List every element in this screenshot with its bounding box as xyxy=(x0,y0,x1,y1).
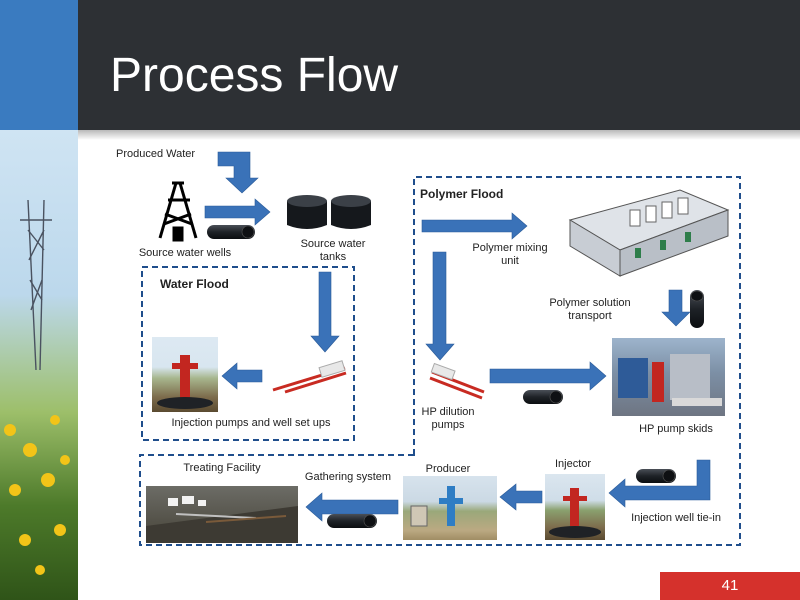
injection-well-photo xyxy=(152,337,218,412)
injector-photo xyxy=(545,474,605,540)
left-photo-panel xyxy=(0,0,78,600)
produced-water-arrow xyxy=(217,151,259,194)
oil-derrick-icon xyxy=(158,181,198,242)
produced-water-label: Produced Water xyxy=(116,148,196,160)
producer-photo xyxy=(403,476,497,540)
pipe-icons xyxy=(207,225,704,528)
treating-facility-photo xyxy=(146,486,298,543)
water-flood-region xyxy=(141,266,355,441)
slide-number: 41 xyxy=(660,572,800,600)
header-bar xyxy=(78,0,800,130)
treating-facility-label: Treating Facility xyxy=(183,462,261,474)
tie-in-arrow xyxy=(608,459,711,508)
polymer-flood-down-arrow xyxy=(425,251,455,361)
tanks-down-arrow xyxy=(310,271,340,353)
hp-dilution-pump-icon xyxy=(429,370,485,400)
storage-tanks-icon xyxy=(287,195,371,229)
pipe-icon-gathering xyxy=(327,514,377,528)
slide-title: Process Flow xyxy=(110,49,399,102)
hp-pump-skids-label: HP pump skids xyxy=(639,423,713,435)
polymer-flood-right-arrow xyxy=(421,212,528,240)
header-shadow xyxy=(78,130,800,140)
polymer-mixing-unit-photo xyxy=(560,180,730,278)
polymer-solution-arrow xyxy=(661,289,691,327)
oil-rig-photo xyxy=(0,130,78,600)
gathering-system-label: Gathering system xyxy=(304,471,392,483)
injector-to-producer-arrow xyxy=(499,483,543,511)
wells-to-tanks-arrow xyxy=(204,198,271,226)
to-injection-pumps-arrow xyxy=(221,362,263,390)
polymer-mixing-unit-label: Polymer mixing unit xyxy=(472,242,548,267)
left-blue-block xyxy=(0,0,78,130)
injector-label: Injector xyxy=(554,458,592,470)
gathering-left-arrow xyxy=(305,492,399,522)
hp-pump-skids-photo xyxy=(612,338,725,416)
polymer-flood-label: Polymer Flood xyxy=(420,187,504,201)
rig-and-flowers-illustration xyxy=(4,199,70,575)
injection-pumps-label: Injection pumps and well set ups xyxy=(171,417,331,429)
hp-dilution-pumps-label: HP dilution pumps xyxy=(421,406,475,431)
injection-well-tie-in-label: Injection well tie-in xyxy=(631,512,721,524)
water-flood-label: Water Flood xyxy=(160,277,229,291)
polymer-flood-region xyxy=(139,176,741,546)
source-water-tanks-label: Source water tanks xyxy=(300,238,366,263)
hp-dilution-to-skids-arrow xyxy=(489,361,607,391)
producer-label: Producer xyxy=(425,463,471,475)
polymer-solution-transport-label: Polymer solution transport xyxy=(549,297,631,322)
source-water-wells-label: Source water wells xyxy=(138,247,232,259)
